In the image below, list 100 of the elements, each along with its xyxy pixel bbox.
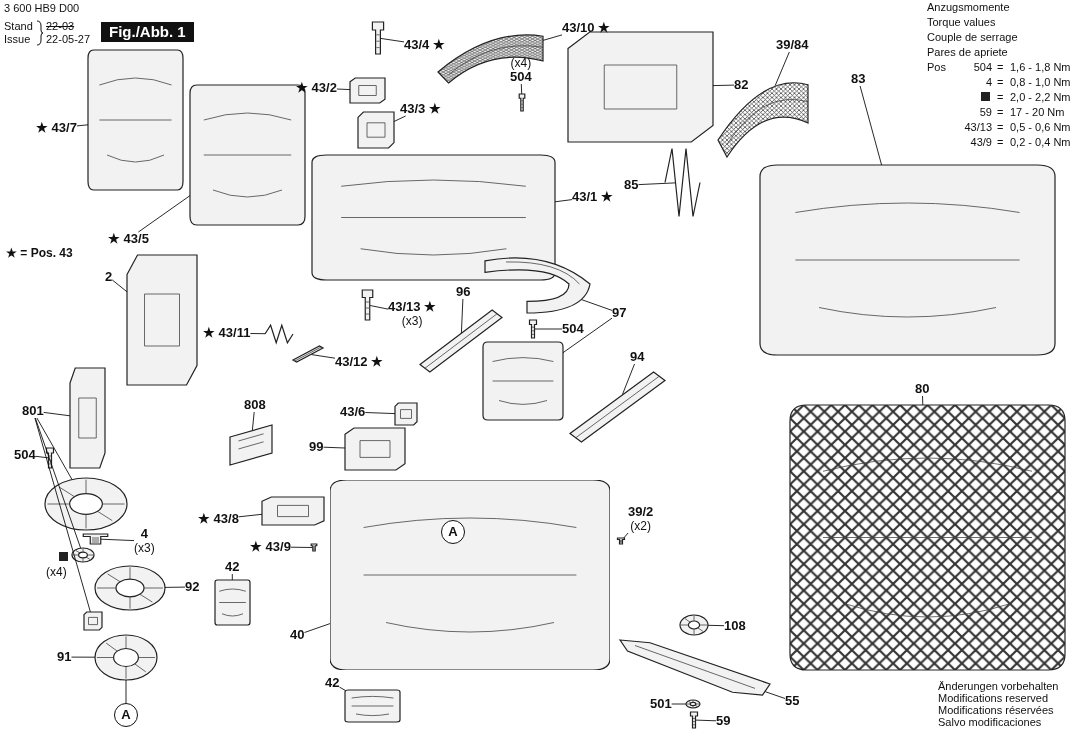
motor-flange-drawing [45,478,127,530]
leader-line [542,34,563,41]
leader-line [100,538,135,542]
leader-line [562,317,613,354]
arc-seal-drawing [485,255,590,313]
washer-drawing [680,615,708,635]
leader-line [249,333,266,335]
leader-line [311,354,336,359]
safety-key-drawing [370,22,386,54]
torque-value: 0,8 - 1,0 Nm [1010,76,1071,88]
screw-drawing [616,538,626,544]
callout-number: 83 [851,72,866,86]
cover-drawing [88,50,183,190]
leader-line [336,88,351,91]
equals-sign: = [997,121,1004,133]
leader-line [671,703,687,705]
note-text: Salvo modificaciones [938,716,1042,728]
leader-line [581,299,613,311]
leader-line [231,573,233,581]
callout-number: 39/2 [628,505,654,519]
torque-value: 0,2 - 0,4 Nm [1010,136,1071,148]
leader-line [369,305,389,310]
quantity-label: (x2) [629,519,652,533]
column-label: Pos [927,61,946,73]
leader-line [364,412,396,415]
pinion-drawing [84,612,102,630]
callout-number: 42 [325,676,340,690]
legend-note: ★ = Pos. 43 [6,247,73,259]
position-number: 43/9 [970,136,992,148]
leader-line [36,417,73,480]
box-drawing [345,428,405,470]
bolt-drawing [689,712,699,728]
callout-number: 2 [105,270,113,284]
callout-number: ★ 43/9 [250,540,291,554]
belt-drawing [95,566,165,610]
callout-number: ★ 43/5 [108,232,149,246]
screw-drawing [310,544,318,551]
callout-number: 801 [22,404,44,418]
date-text: 22-05-27 [46,33,91,45]
callout-number: 501 [650,697,672,711]
switch-wiring-drawing [127,255,197,385]
leader-line [623,532,629,539]
torque-value: 17 - 20 Nm [1010,106,1065,118]
leader-line [43,411,71,417]
blade-drawing [620,640,770,695]
callout-number: 99 [309,440,324,454]
equals-sign: = [997,136,1004,148]
callout-number: ★ 43/7 [36,121,77,135]
note-text: Modifications reserved [938,692,1049,704]
leader-line [339,686,346,691]
leader-line [76,124,89,127]
position-number: 43/13 [964,121,992,133]
reference-circle: A [114,703,138,727]
nut-drawing [72,548,94,562]
leader-line [35,455,49,459]
equals-sign: = [997,91,1004,103]
leader-line [554,199,573,203]
leader-line [34,417,82,549]
date-text: 22-03 [46,20,75,32]
callout-number: 808 [244,398,266,412]
figure-label: Fig./Abb. 1 [101,22,194,42]
callout-number: 43/3 ★ [400,102,441,116]
leader-line [323,446,346,449]
guard-drawing [483,342,563,420]
callout-number: 504 [14,448,36,462]
field-label: Stand [4,20,33,32]
control-panel-drawing [568,32,713,142]
spring-drawing [265,323,293,345]
callout-number: 504 [562,322,584,336]
leader-line [707,624,725,627]
callout-number: 504 [510,70,532,84]
callout-number: 43/10 ★ [562,21,611,35]
motor-drawing [70,368,105,468]
equals-sign: = [997,76,1004,88]
callout-number: 80 [915,382,930,396]
leader-line [712,84,735,87]
leader-line [774,51,790,87]
cable-connector-drawing [262,497,324,525]
callout-number: 43/4 ★ [404,38,445,52]
position-number: 4 [985,76,992,88]
position-number: 504 [973,61,992,73]
leader-line [859,85,883,166]
rod-drawing [570,372,665,442]
key-socket-drawing [350,78,385,103]
leader-line [34,417,91,613]
grass-box-lid-drawing [760,165,1055,355]
callout-number: 43/13 ★ [388,300,437,314]
screw-drawing [360,290,375,320]
callout-number: 92 [185,580,200,594]
note-text: Modifications réservées [938,704,1054,716]
callout-number: 4 [139,527,149,541]
leader-line [238,513,263,518]
equals-sign: = [997,106,1004,118]
callout-number: 97 [612,306,627,320]
callout-number: 59 [716,714,731,728]
torque-value: 1,6 - 1,8 Nm [1010,61,1071,73]
callout-number: 108 [724,619,746,633]
leader-line [164,586,186,588]
part-number-text: 3 600 HB9 D00 [4,2,80,14]
position-number: 59 [979,106,992,118]
